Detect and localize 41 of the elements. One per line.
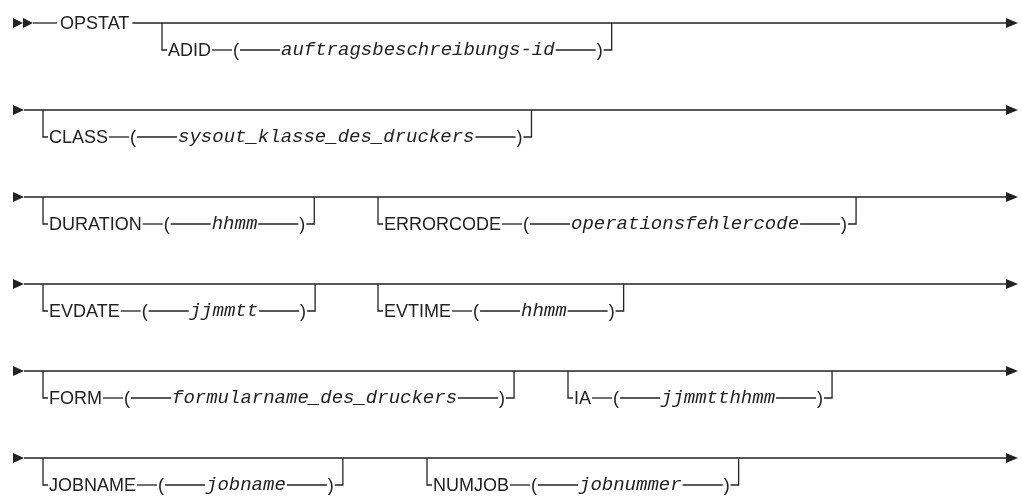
keyword: ERRORCODE xyxy=(384,215,501,233)
parenthesis: ) xyxy=(608,302,615,320)
variable-name: jobnummer xyxy=(579,475,682,495)
parenthesis: ( xyxy=(141,302,148,320)
parenthesis: ) xyxy=(516,128,523,146)
variable-name: formularname_des_druckers xyxy=(172,388,458,408)
parenthesis: ( xyxy=(233,41,239,59)
parenthesis: ) xyxy=(723,476,730,494)
parenthesis: ) xyxy=(299,215,306,233)
variable-name: operationsfehlercode xyxy=(571,214,800,234)
parenthesis: ) xyxy=(300,302,307,320)
variable-name: auftragsbeschreibungs-id xyxy=(281,40,555,60)
keyword: EVDATE xyxy=(49,302,120,320)
variable-name: hhmm xyxy=(211,214,258,234)
keyword: EVTIME xyxy=(384,302,451,320)
parenthesis: ( xyxy=(158,476,164,494)
parenthesis: ( xyxy=(163,215,170,233)
parenthesis: ( xyxy=(473,302,479,320)
keyword: FORM xyxy=(49,389,102,407)
variable-name: jjmmtt xyxy=(189,301,259,321)
parenthesis: ( xyxy=(124,389,130,407)
parenthesis: ( xyxy=(531,476,537,494)
variable-name: hhmm xyxy=(521,301,567,321)
parenthesis: ( xyxy=(523,215,529,233)
parenthesis: ( xyxy=(130,128,137,146)
parenthesis: ( xyxy=(613,389,619,407)
keyword: JOBNAME xyxy=(49,476,136,494)
keyword: DURATION xyxy=(49,215,142,233)
parenthesis: ) xyxy=(817,389,824,407)
parenthesis: ) xyxy=(841,215,848,233)
variable-name: sysout_klasse_des_druckers xyxy=(178,127,475,147)
variable-name: jjmmtthhmm xyxy=(661,388,776,408)
keyword: CLASS xyxy=(49,128,109,146)
keyword: ADID xyxy=(168,41,211,59)
parenthesis: ) xyxy=(327,476,334,494)
variable-name: jobname xyxy=(206,475,286,495)
command-keyword: OPSTAT xyxy=(60,14,130,32)
keyword: IA xyxy=(574,389,591,407)
parenthesis: ) xyxy=(499,389,506,407)
keyword: NUMJOB xyxy=(433,476,509,494)
parenthesis: ) xyxy=(596,41,603,59)
